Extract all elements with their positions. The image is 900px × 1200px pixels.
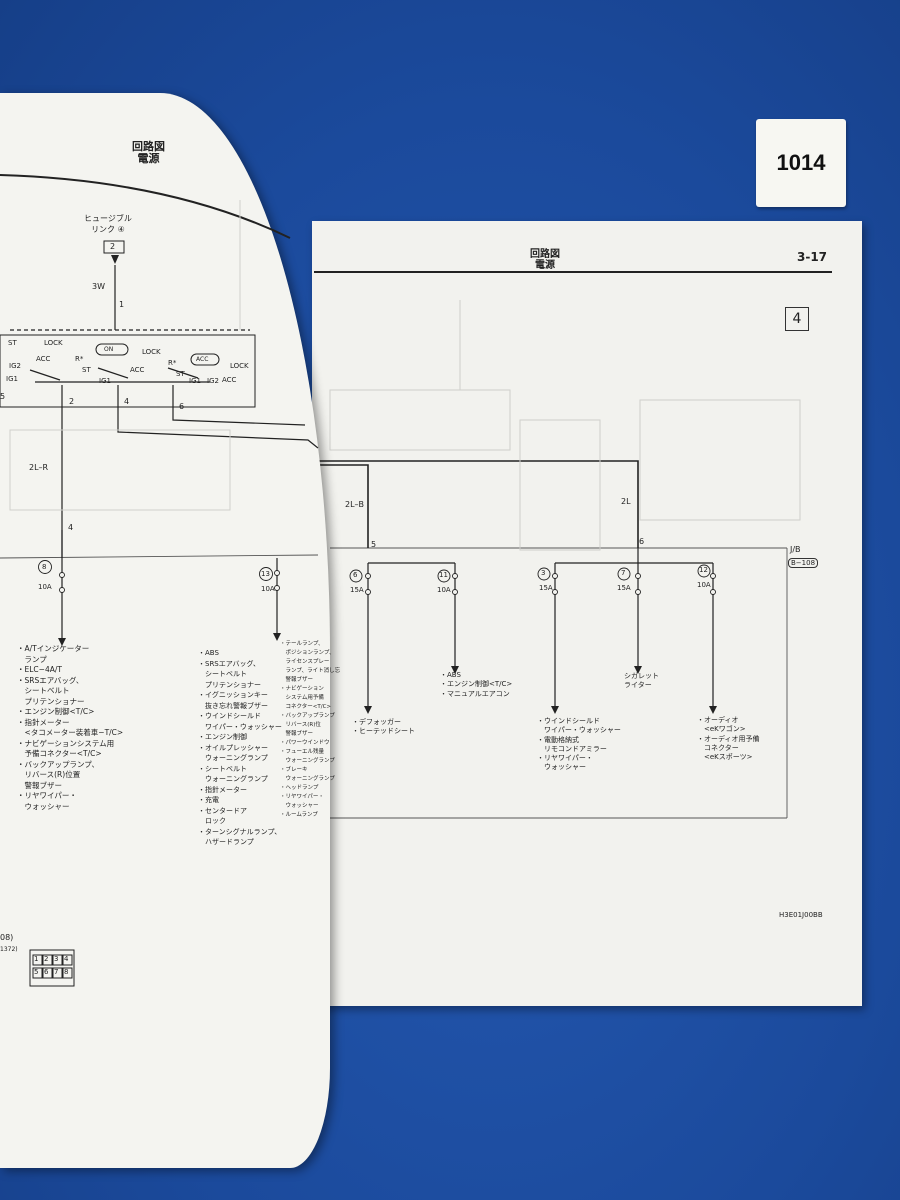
fusible-link-pin: 2	[110, 242, 116, 251]
jb-label: J/B	[790, 545, 801, 554]
fuse-7-number: 7	[621, 569, 626, 577]
connector-pin-5: 5	[34, 968, 39, 976]
pin-5: 5	[0, 392, 6, 401]
switch-st-1: ST	[8, 339, 17, 347]
label-cigar-lighter: シガレット ライター	[624, 672, 659, 690]
label-abs-aircon: ・ABS ・エンジン制御<T/C> ・マニュアルエアコン	[440, 671, 513, 698]
left-header: 回路図 電源	[132, 141, 165, 165]
switch-st-2: ST	[82, 366, 91, 374]
label-wiper-washer: ・ウインドシールド ワイパー・ウォッシャー ・電動格納式 リモコンドアミラー ・…	[537, 717, 621, 772]
switch-lock-2: LOCK	[142, 348, 161, 356]
fuse-8-amp: 10A	[38, 583, 52, 591]
right-header-title: 回路図	[530, 249, 560, 260]
junction-pin-6: 6	[639, 537, 645, 546]
lot-number: 1014	[776, 150, 826, 175]
fuse-13-number: 13	[261, 570, 270, 578]
left-page	[0, 93, 330, 1168]
switch-acc-2: ACC	[130, 366, 145, 374]
switch-ig1-2: IG1	[99, 377, 111, 385]
fusible-link-label: ヒュージブル リンク ④	[84, 214, 132, 234]
junction-pin-5: 5	[371, 540, 377, 549]
switch-on: ON	[104, 346, 114, 353]
connector-ref-2: 1372)	[0, 946, 18, 953]
wire-2l-label: 2L	[621, 497, 631, 506]
switch-lock-1: LOCK	[44, 339, 63, 347]
switch-acc-3: ACC	[222, 376, 237, 384]
label-audio: ・オーディオ <eKワゴン> ・オーディオ用予備 コネクター <eKスポーツ>	[697, 716, 760, 762]
fuse-11-amp: 10A	[437, 586, 451, 594]
wire-2lr-label: 2L–R	[29, 463, 49, 472]
left-header-subtitle: 電源	[137, 152, 160, 165]
connector-pin-4: 4	[64, 955, 69, 963]
pin-4: 4	[124, 397, 130, 406]
connector-pin-8: 8	[64, 968, 69, 976]
list-ig-outputs-c: ・テールランプ、 ポジションランプ、 ライセンスプレー ランプ、ライト消し忘 警…	[280, 641, 341, 818]
right-header: 回路図 電源	[530, 249, 560, 272]
fuse-11-number: 11	[439, 571, 448, 579]
drawing-code: H3E01J00BB	[779, 911, 823, 919]
switch-acc-1: ACC	[36, 355, 51, 363]
connector-pin-6: 6	[44, 968, 49, 976]
switch-ig1-3: IG1	[189, 377, 201, 385]
connector-ref: 08)	[0, 933, 14, 942]
fuse-3-number: 3	[541, 569, 546, 577]
fuse-3-amp: 15A	[539, 584, 553, 592]
connector-pin-1: 1	[34, 955, 39, 963]
switch-ig1-1: IG1	[6, 375, 18, 383]
switch-ig2-2: IG2	[207, 377, 219, 385]
wire-2lb-label: 2L–B	[345, 500, 365, 509]
connector-pin-2: 2	[44, 955, 49, 963]
switch-st-3: ST	[176, 370, 185, 378]
page-number: 3-17	[797, 250, 828, 264]
right-page	[312, 221, 862, 1006]
fuse-8-number: 8	[42, 563, 47, 571]
list-ig-outputs-a: ・A/Tインジケーター ランプ ・ELC−4A/T ・SRSエアバッグ、 シート…	[17, 644, 124, 811]
pin-1: 1	[119, 300, 125, 309]
label-defogger: ・デフォッガー ・ヒーテッドシート	[352, 718, 415, 736]
connector-pin-3: 3	[54, 955, 59, 963]
left-header-title: 回路図	[132, 140, 165, 153]
pin-4-lower: 4	[68, 523, 74, 532]
section-box: 4	[785, 307, 809, 331]
fuse-12-number: 12	[699, 566, 708, 574]
fuse-13-amp: 10A	[261, 585, 275, 593]
fuse-6-amp: 15A	[350, 586, 364, 594]
switch-ig2-1: IG2	[9, 362, 21, 370]
fuse-7-amp: 15A	[617, 584, 631, 592]
pin-6: 6	[179, 402, 185, 411]
list-ig-outputs-b: ・ABS ・SRSエアバッグ、 シートベルト プリテンショナー ・イグニッション…	[198, 649, 282, 846]
jb-code: B−108	[788, 558, 819, 568]
right-header-subtitle: 電源	[535, 260, 555, 271]
pin-2: 2	[69, 397, 75, 406]
wire-3w-label: 3W	[92, 282, 105, 291]
switch-r-2: R*	[168, 359, 177, 367]
switch-r-1: R*	[75, 355, 84, 363]
connector-pin-7: 7	[54, 968, 59, 976]
lot-number-sticker: 1014	[756, 119, 846, 207]
switch-acc-capsule: ACC	[196, 356, 209, 363]
fuse-6-number: 6	[353, 571, 358, 579]
switch-lock-3: LOCK	[230, 362, 249, 370]
fuse-12-amp: 10A	[697, 581, 711, 589]
